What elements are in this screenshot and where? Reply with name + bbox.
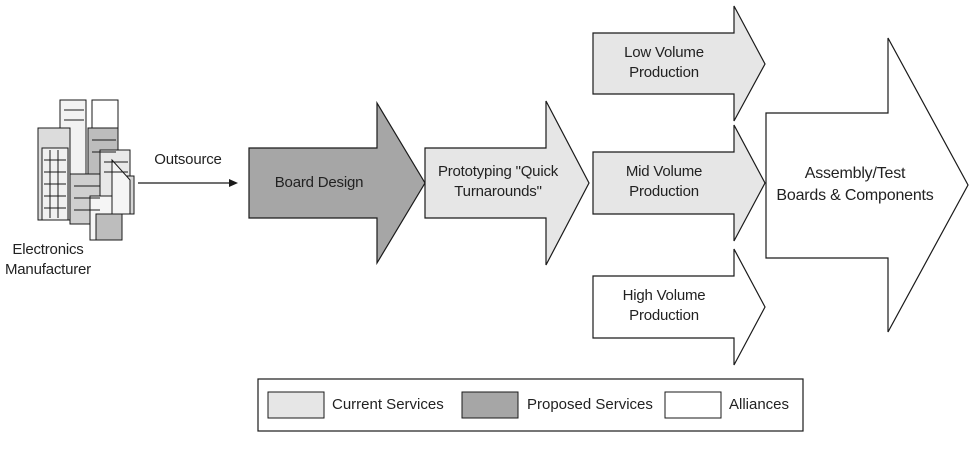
source-label: Electronics Manufacturer	[5, 241, 91, 278]
legend-label-proposed: Proposed Services	[527, 396, 653, 413]
mid-volume-label: Mid Volume Production	[625, 163, 703, 200]
prototyping-arrow	[424, 100, 590, 266]
legend-swatch-current	[267, 391, 325, 419]
high-volume-label: High Volume Production	[622, 287, 706, 324]
city-buildings-icon	[37, 99, 135, 241]
board-design-arrow	[248, 100, 426, 266]
low-volume-label: Low Volume Production	[624, 44, 704, 81]
legend-swatch-proposed	[461, 391, 519, 419]
prototyping-label: Prototyping "Quick Turnarounds"	[437, 163, 559, 200]
outsource-label: Outsource	[154, 151, 222, 168]
legend-label-current: Current Services	[332, 396, 444, 413]
mid-volume-arrow	[592, 124, 766, 242]
board-design-label: Board Design	[274, 174, 364, 191]
legend-label-alliances: Alliances	[729, 396, 790, 413]
assembly-arrow	[765, 37, 969, 333]
high-volume-arrow	[592, 248, 766, 366]
legend-swatch-alliances	[664, 391, 722, 419]
low-volume-arrow	[592, 5, 766, 122]
legend-box	[257, 378, 804, 432]
outsource-arrow	[138, 179, 238, 187]
assembly-label: Assembly/Test Boards & Components	[776, 165, 934, 204]
